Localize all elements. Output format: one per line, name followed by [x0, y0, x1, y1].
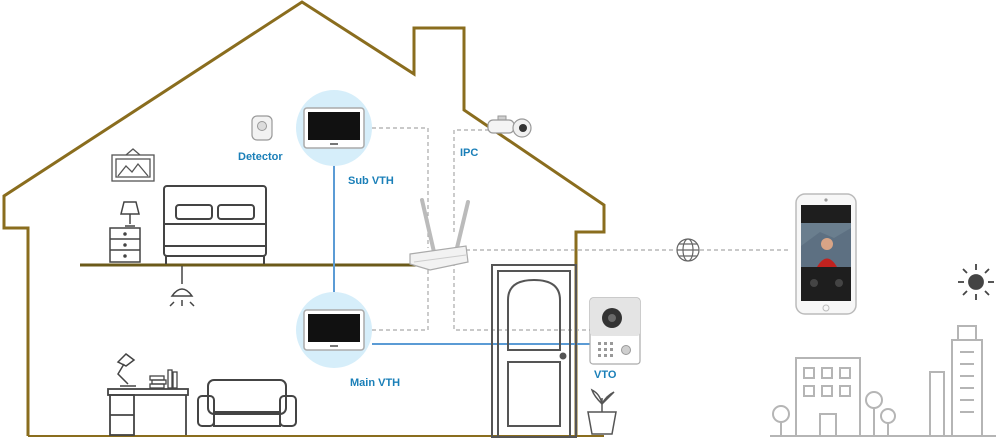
nightstand-icon [109, 227, 141, 263]
sun-icon [958, 264, 994, 300]
vto-label: VTO [594, 369, 617, 381]
tree-icon [772, 391, 896, 436]
sub-vth-label: Sub VTH [348, 175, 394, 187]
sub-vth-monitor-icon [296, 90, 372, 166]
smartphone-icon [795, 193, 857, 315]
camera-icon [487, 115, 532, 138]
door-icon [491, 264, 577, 438]
desk-lamp-icon [116, 353, 136, 387]
detector-label: Detector [238, 151, 283, 163]
ceiling-light-icon [169, 266, 195, 307]
books-icon [149, 369, 178, 389]
house-outline [2, 0, 606, 436]
picture-icon [111, 148, 155, 182]
main-vth-label: Main VTH [350, 377, 400, 389]
plant-icon [587, 388, 617, 435]
router-icon [409, 198, 470, 271]
wired-links [333, 148, 590, 345]
bedside-lamp-icon [120, 201, 140, 227]
bed-icon [163, 185, 267, 264]
sofa-icon [197, 379, 297, 427]
ipc-label: IPC [460, 147, 478, 159]
main-vth-monitor-icon [296, 292, 372, 368]
building-left-icon [795, 357, 861, 437]
dashed-links [372, 127, 790, 331]
building-right-icon [929, 325, 983, 437]
detector-icon [251, 115, 273, 141]
desk-icon [107, 388, 189, 436]
globe-icon [676, 238, 700, 262]
doorbell-icon [589, 297, 641, 365]
